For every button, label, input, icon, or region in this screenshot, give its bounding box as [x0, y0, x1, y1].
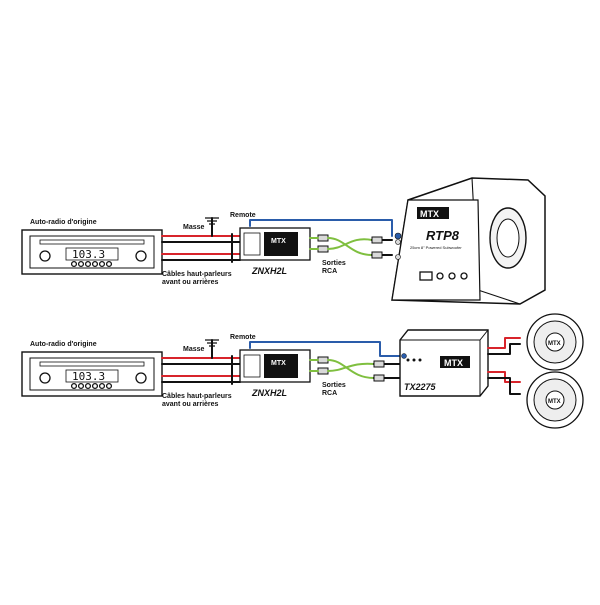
head-unit-label: Auto-radio d'origine [30, 341, 97, 348]
rca-line1: Sorties [322, 382, 346, 389]
subwoofer-rtp8: MTX RTP8 25cm 8" Powered Subwoofer [391, 177, 546, 305]
subwoofer-brand: MTX [420, 209, 439, 219]
speaker-2-brand: MTX [548, 399, 561, 405]
ground-symbol [205, 339, 219, 359]
rca-line1: Sorties [322, 260, 346, 267]
speaker-cables-line1: Câbles haut-parleurs [162, 393, 232, 400]
speaker-output-wires [487, 337, 521, 395]
amplifier-tx2275: MTX TX2275 [399, 329, 489, 397]
rca-label: Sorties RCA [322, 382, 348, 397]
subwoofer-tagline: 25cm 8" Powered Subwoofer [410, 245, 462, 250]
converter-znxh2l: MTX [239, 227, 311, 261]
converter-model: ZNXH2L [251, 388, 287, 398]
diagram-bottom: Auto-radio d'origine 103.3 [21, 313, 584, 429]
speaker-cables-line2: avant ou arrières [162, 279, 219, 286]
speaker-cables-label: Câbles haut-parleurs avant ou arrières [162, 271, 234, 286]
speaker-cables-line1: Câbles haut-parleurs [162, 271, 232, 278]
remote-label: Remote [230, 334, 256, 341]
ground-label: Masse [183, 224, 205, 231]
speaker-cables-label: Câbles haut-parleurs avant ou arrières [162, 393, 234, 408]
rca-cables [309, 234, 393, 259]
converter-brand: MTX [271, 360, 286, 367]
speaker-cables-line2: avant ou arrières [162, 401, 219, 408]
head-unit: 103.3 [21, 351, 163, 397]
converter-znxh2l: MTX [239, 349, 311, 383]
rca-line2: RCA [322, 268, 337, 275]
head-unit-label: Auto-radio d'origine [30, 219, 97, 226]
speaker-wires [161, 233, 241, 263]
speaker-1: MTX [526, 313, 584, 371]
rca-cables [309, 356, 401, 382]
speaker-wires [161, 355, 241, 385]
diagram-top: Auto-radio d'origine 103.3 [21, 177, 546, 305]
preset-buttons [70, 382, 113, 390]
converter-brand: MTX [271, 238, 286, 245]
converter-model: ZNXH2L [251, 266, 287, 276]
preset-buttons [70, 260, 113, 268]
ground-symbol [205, 217, 219, 237]
amplifier-brand: MTX [444, 358, 463, 368]
speaker-2: MTX [526, 371, 584, 429]
amplifier-model: TX2275 [404, 382, 437, 392]
subwoofer-model: RTP8 [426, 228, 460, 243]
speaker-1-brand: MTX [548, 341, 561, 347]
head-unit: 103.3 [21, 229, 163, 275]
head-unit-display: 103.3 [72, 370, 105, 383]
rca-line2: RCA [322, 390, 337, 397]
ground-label: Masse [183, 346, 205, 353]
head-unit-display: 103.3 [72, 248, 105, 261]
rca-label: Sorties RCA [322, 260, 348, 275]
remote-label: Remote [230, 212, 256, 219]
